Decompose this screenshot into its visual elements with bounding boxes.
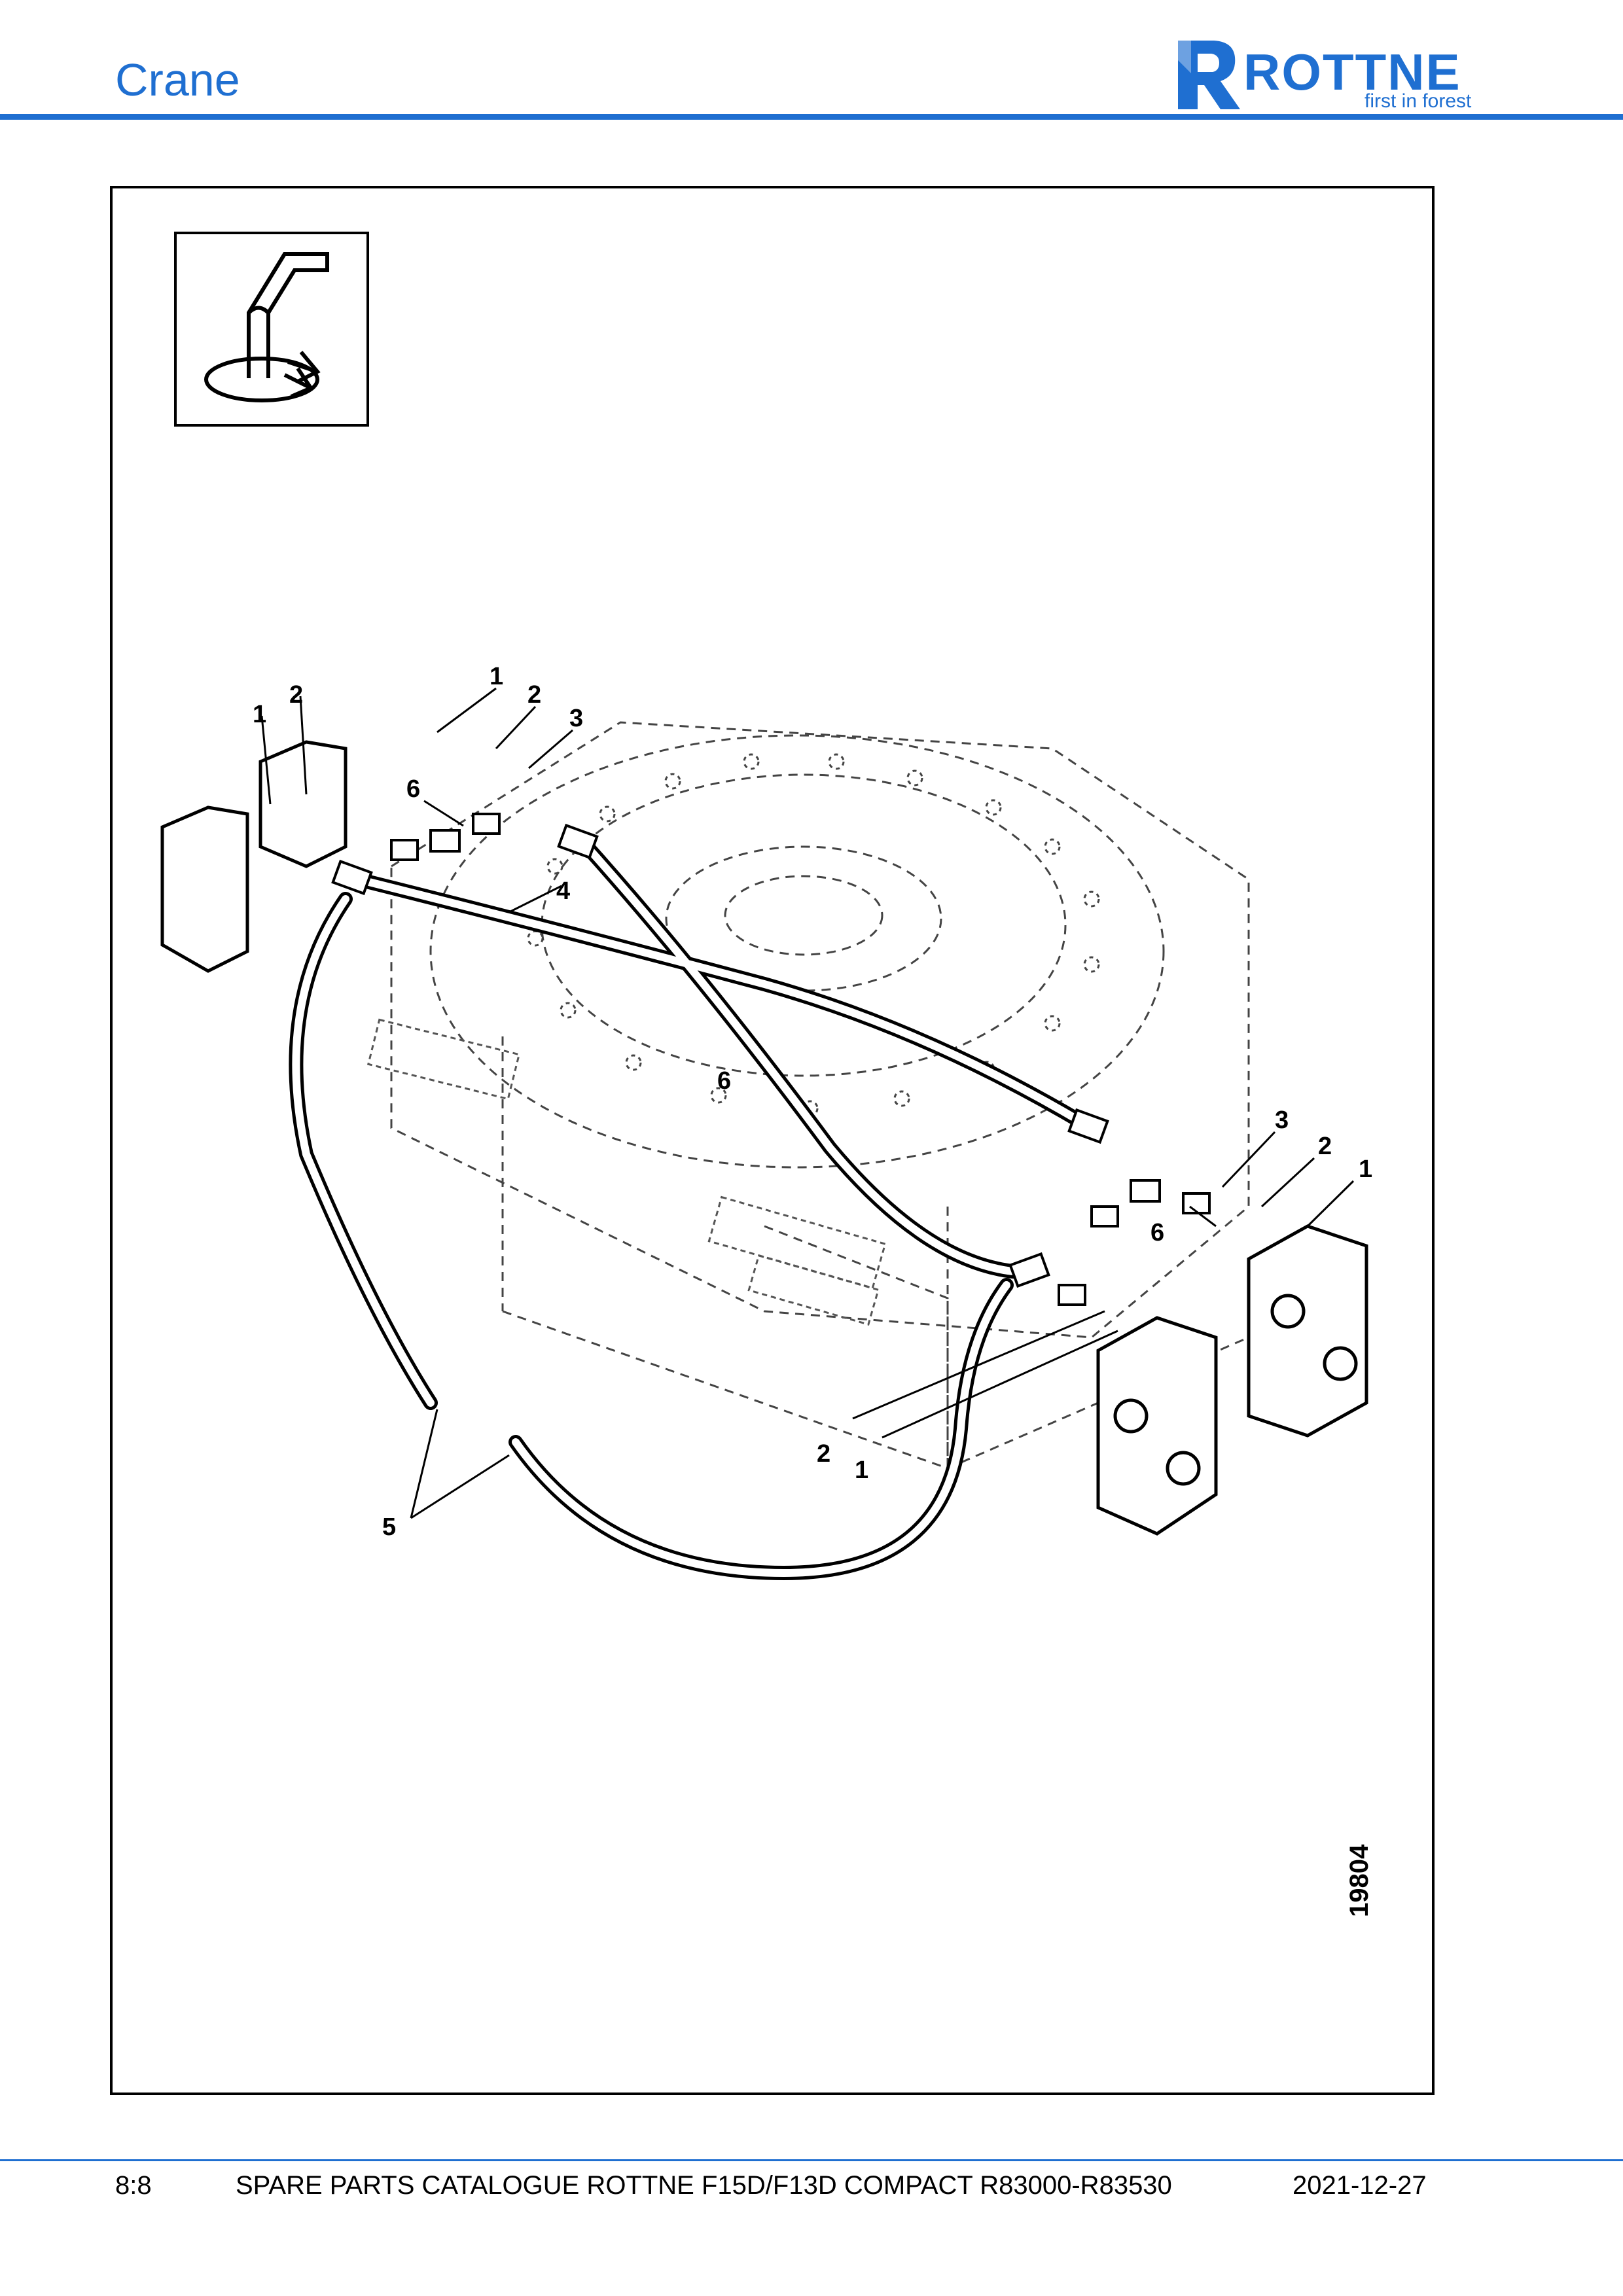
callout-6: 6 — [717, 1067, 731, 1095]
callout-2: 2 — [817, 1440, 830, 1468]
footer-date: 2021-12-27 — [1293, 2171, 1427, 2200]
embossed-rottne-marks — [366, 1018, 887, 1326]
callout-2: 2 — [1318, 1133, 1332, 1160]
hydraulic-hose-drawing: 1 2 1 2 3 6 4 6 3 2 1 6 2 1 5 — [160, 663, 1372, 1581]
callouts: 1 2 1 2 3 6 4 6 3 2 1 6 2 1 5 — [253, 663, 1372, 1541]
hydraulic-motors — [160, 740, 1368, 1536]
callout-1: 1 — [1359, 1156, 1372, 1183]
drawing-number: 19804 — [1345, 1844, 1374, 1917]
bolt-circle — [527, 753, 1100, 1117]
callout-1: 1 — [253, 701, 266, 728]
callout-2: 2 — [527, 681, 541, 709]
rottne-logo: ROTTNE first in forest — [1178, 41, 1472, 112]
fittings — [331, 813, 1211, 1306]
logo-tagline: first in forest — [1364, 90, 1472, 112]
leader-lines — [260, 687, 1355, 1519]
callout-3: 3 — [569, 705, 583, 732]
callout-5: 5 — [382, 1513, 396, 1541]
footer-rule — [0, 2159, 1623, 2161]
callout-3: 3 — [1275, 1106, 1289, 1134]
page-title: Crane — [115, 54, 240, 105]
callout-6: 6 — [1150, 1219, 1164, 1246]
footer-page: 8:8 — [115, 2171, 152, 2200]
callout-6: 6 — [406, 775, 420, 803]
logo-wordmark: ROTTNE — [1243, 43, 1461, 101]
rotation-crane-icon — [174, 232, 369, 427]
header-rule — [0, 114, 1623, 120]
callout-1: 1 — [855, 1457, 868, 1484]
callout-1: 1 — [490, 663, 503, 690]
hoses — [289, 833, 1099, 1581]
figure-frame — [110, 186, 1435, 2095]
callout-4: 4 — [556, 877, 570, 905]
callout-2: 2 — [289, 681, 303, 709]
hoses-inner — [292, 836, 1096, 1578]
footer-catalogue: SPARE PARTS CATALOGUE ROTTNE F15D/F13D C… — [236, 2171, 1172, 2200]
